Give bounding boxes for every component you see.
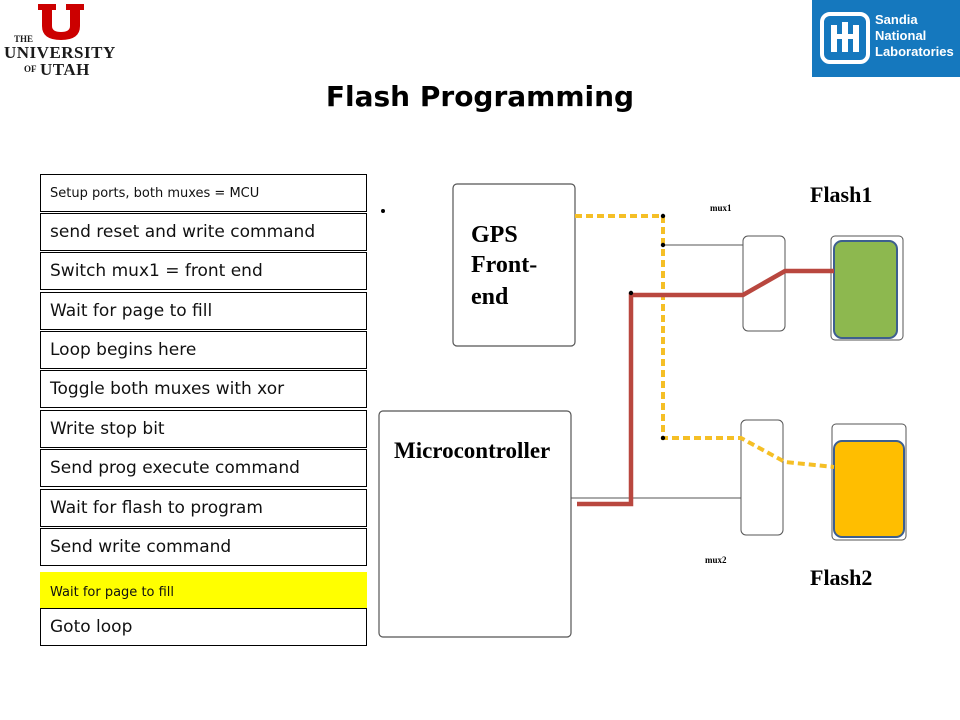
- gps-front-end-box: [452, 183, 576, 347]
- university-of-utah-logo: THE UNIVERSITY OF UTAH: [0, 0, 120, 84]
- step-item: Setup ports, both muxes = MCU: [40, 174, 367, 212]
- sandia-thunderbird-icon: [820, 12, 870, 64]
- step-label: Write stop bit: [50, 419, 165, 439]
- step-label: Wait for page to fill: [50, 301, 213, 321]
- step-label: Send prog execute command: [50, 458, 300, 478]
- sandia-national-laboratories-logo: Sandia National Laboratories: [812, 0, 960, 77]
- step-item: Send prog execute command: [40, 449, 367, 487]
- step-label: Setup ports, both muxes = MCU: [50, 185, 260, 201]
- step-item: Toggle both muxes with xor: [40, 370, 367, 408]
- step-item: Switch mux1 = front end: [40, 252, 367, 290]
- step-item: Wait for flash to program: [40, 489, 367, 527]
- step-item: Write stop bit: [40, 410, 367, 448]
- microcontroller-label: Microcontroller: [394, 438, 550, 463]
- mux1-label: mux1: [710, 203, 732, 213]
- step-label: Switch mux1 = front end: [50, 261, 263, 281]
- utah-logo-utah: UTAH: [40, 60, 90, 79]
- flash1-label: Flash1: [810, 182, 872, 207]
- utah-u-icon: [38, 4, 84, 40]
- flash2-chip: [833, 440, 905, 538]
- step-item: send reset and write command: [40, 213, 367, 251]
- step-item: Wait for page to fill: [40, 572, 367, 612]
- gps-signal-path: [575, 214, 835, 469]
- junction-dot: [628, 290, 634, 296]
- gps-label-line-2: Front-: [471, 252, 537, 278]
- sandia-logo-line-2: National: [875, 28, 927, 43]
- step-label: Goto loop: [50, 617, 133, 637]
- page-title: Flash Programming: [325, 80, 635, 113]
- sandia-logo-line-3: Laboratories: [875, 44, 954, 59]
- mcu-signal-path: [577, 268, 834, 507]
- flash2-label: Flash2: [810, 565, 872, 590]
- step-label: send reset and write command: [50, 222, 316, 242]
- step-label: Wait for flash to program: [50, 498, 263, 518]
- mux2-box: [740, 419, 784, 536]
- sandia-logo-line-1: Sandia: [875, 12, 918, 27]
- step-item: Goto loop: [40, 608, 367, 646]
- step-label: Wait for page to fill: [50, 584, 175, 600]
- utah-logo-university: UNIVERSITY: [4, 43, 116, 62]
- step-label: Loop begins here: [50, 340, 197, 360]
- step-item: Send write command: [40, 528, 367, 566]
- gps-label-line-3: end: [471, 284, 509, 310]
- utah-logo-the: THE: [14, 34, 34, 44]
- step-item: Loop begins here: [40, 331, 367, 369]
- flash1-chip: [833, 240, 898, 339]
- mux2-label: mux2: [705, 555, 727, 565]
- utah-logo-of: OF: [24, 64, 37, 74]
- step-label: Toggle both muxes with xor: [50, 379, 285, 399]
- microcontroller-box: [378, 410, 572, 638]
- junction-dot: [660, 213, 666, 219]
- junction-dot: [660, 242, 666, 248]
- step-item: Wait for page to fill: [40, 292, 367, 330]
- stray-dot: [381, 209, 385, 213]
- junction-dot: [660, 435, 666, 441]
- gps-label-line-1: GPS: [471, 222, 518, 248]
- step-label: Send write command: [50, 537, 232, 557]
